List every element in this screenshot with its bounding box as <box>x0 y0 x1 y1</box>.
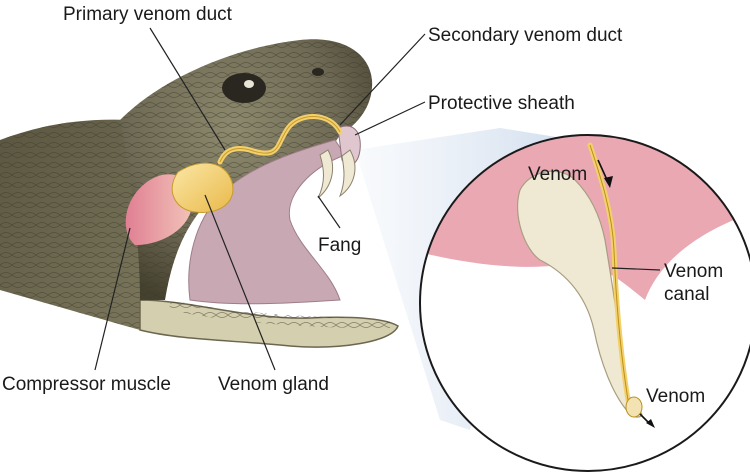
leader-venom-canal <box>611 267 661 271</box>
label-venom-canal-line2: canal <box>664 284 709 305</box>
venom-gland-shape <box>171 162 234 214</box>
neck-scales <box>0 119 170 330</box>
leader-primary-venom-duct <box>149 27 226 151</box>
leader-compressor-muscle <box>94 227 131 371</box>
leader-lines <box>94 27 661 371</box>
label-protective-sheath: Protective sheath <box>428 93 575 114</box>
label-secondary-venom-duct: Secondary venom duct <box>428 25 623 46</box>
inset-circle-border <box>419 134 750 472</box>
label-fang: Fang <box>318 235 361 256</box>
label-primary-venom-duct: Primary venom duct <box>63 4 233 25</box>
venom-flow-arrowhead-top <box>604 176 613 188</box>
venom-droplet <box>625 396 643 418</box>
fang-shape-2 <box>338 149 356 198</box>
label-venom-gland: Venom gland <box>218 374 329 395</box>
jaw-scales <box>168 300 391 329</box>
leader-venom-gland <box>204 194 276 371</box>
nostril <box>312 68 324 76</box>
mouth-lining <box>188 139 346 305</box>
eye <box>222 73 266 103</box>
eye-highlight <box>244 80 254 88</box>
fang-shape <box>317 149 334 199</box>
leader-secondary-venom-duct <box>339 33 426 126</box>
label-compressor-muscle: Compressor muscle <box>2 374 171 395</box>
magnified-inset <box>420 135 750 471</box>
venom-duct-outline <box>219 115 341 163</box>
label-venom-top: Venom <box>528 164 587 185</box>
label-venom-canal-line1: Venom <box>664 261 723 282</box>
venom-flow-arrowhead-bottom <box>646 419 655 428</box>
venom-canal-outline <box>589 144 629 401</box>
label-venom-bottom: Venom <box>646 386 705 407</box>
leader-protective-sheath <box>354 101 426 136</box>
head-scales <box>120 39 373 300</box>
leader-fang <box>317 195 341 229</box>
